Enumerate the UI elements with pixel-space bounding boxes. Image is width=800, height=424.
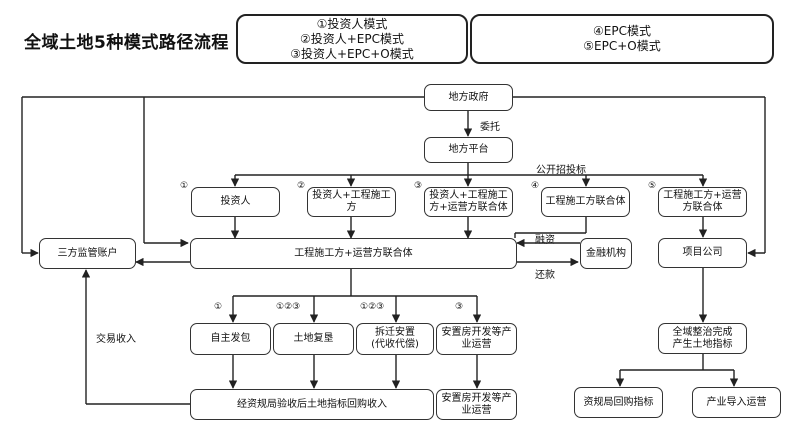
- marker-2: ②: [297, 181, 306, 191]
- project-company-node: 项目公司: [658, 238, 747, 268]
- marker-3: ③: [414, 181, 423, 191]
- entrust-label: 委托: [480, 122, 500, 133]
- stage-marker-1: ①: [214, 302, 223, 312]
- marker-5: ⑤: [648, 181, 657, 191]
- investor-epc-node: 投资人+工程施工方: [307, 187, 396, 217]
- land-complete-node: 全域整治完成 产生土地指标: [658, 323, 747, 354]
- epc-op-union-node: 工程施工方+运营方联合体: [658, 187, 747, 217]
- stage-marker-4: ③: [455, 302, 464, 312]
- mode-line-2: ②投资人+EPC模式: [299, 31, 404, 46]
- land-reclamation-node: 土地复垦: [273, 323, 354, 355]
- local-government-node: 地方政府: [424, 84, 513, 111]
- investor-epc-op-node: 投资人+工程施工方+运营方联合体: [424, 187, 513, 217]
- mode-legend-left: ①投资人模式 ②投资人+EPC模式 ③投资人+EPC+O模式: [236, 14, 468, 64]
- mode-line-1: ①投资人模式: [316, 16, 388, 31]
- relocation-node: 拆迁安置 (代收代偿): [356, 323, 434, 355]
- marker-1: ①: [180, 181, 189, 191]
- local-platform-node: 地方平台: [424, 137, 513, 163]
- page-title: 全域土地5种模式路径流程: [24, 33, 229, 53]
- epc-union-node: 工程施工方联合体: [541, 187, 630, 217]
- housing-development-node-2: 安置房开发等产业运营: [436, 389, 517, 420]
- stage-marker-2: ①②③: [276, 302, 301, 312]
- main-union-node: 工程施工方+运营方联合体: [190, 238, 517, 269]
- repay-label: 还款: [535, 270, 555, 281]
- stage-marker-3: ①②③: [360, 302, 385, 312]
- bureau-buyback-node: 资规局回购指标: [574, 387, 663, 418]
- housing-development-node: 安置房开发等产业运营: [436, 323, 517, 355]
- bureau-buyback-income-node: 经资规局验收后土地指标回购收入: [190, 389, 434, 420]
- trade-income-label: 交易收入: [96, 334, 136, 345]
- marker-4: ④: [531, 181, 540, 191]
- mode-line-5: ⑤EPC+O模式: [583, 39, 661, 53]
- mode-legend-right: ④EPC模式 ⑤EPC+O模式: [470, 14, 774, 64]
- self-contracting-node: 自主发包: [190, 323, 271, 355]
- mode-line-4: ④EPC模式: [593, 24, 651, 38]
- mode-line-3: ③投资人+EPC+O模式: [290, 46, 414, 61]
- investor-node: 投资人: [191, 187, 280, 217]
- financing-label: 融资: [535, 235, 555, 246]
- finance-institution-node: 金融机构: [580, 238, 632, 269]
- tender-label: 公开招投标: [536, 165, 586, 176]
- industry-operation-node: 产业导入运营: [692, 387, 781, 418]
- escrow-account-node: 三方监管账户: [39, 238, 136, 269]
